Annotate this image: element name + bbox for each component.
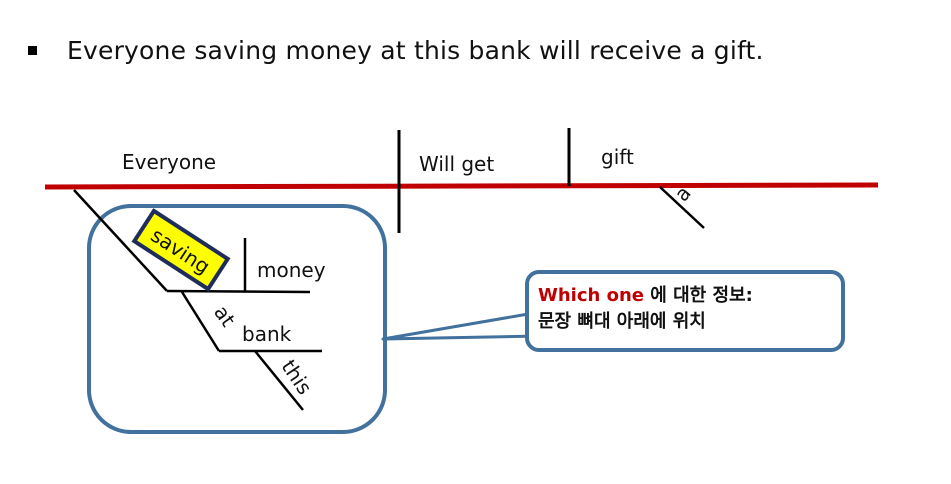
subject-label: Everyone — [122, 150, 216, 174]
modifier-group-box — [87, 204, 387, 434]
participle-highlight: saving — [131, 208, 231, 292]
participle-highlight-box — [131, 208, 231, 292]
preposition-slant-line — [180, 291, 221, 352]
verb-label: Will get — [419, 152, 494, 176]
object-label: gift — [601, 145, 634, 169]
callout-box — [525, 270, 845, 352]
callout-line-2: 문장 뼈대 아래에 위치 — [538, 311, 706, 332]
example-sentence: Everyone saving money at this bank will … — [67, 35, 764, 65]
participle-slant-line — [73, 189, 168, 292]
participle-baseline — [166, 289, 311, 294]
object-modifier-line — [659, 186, 705, 229]
callout-highlight: Which one — [538, 285, 644, 306]
callout-line-1: Which one 에 대한 정보: — [538, 285, 753, 306]
callout-line-1-rest: 에 대한 정보: — [644, 285, 753, 306]
callout-pointer — [381, 310, 542, 341]
prep-modifier-line — [254, 350, 304, 411]
prep-modifier-label: this — [277, 355, 317, 399]
prep-object-label: bank — [242, 322, 292, 346]
sentence-row: Everyone saving money at this bank will … — [28, 30, 764, 70]
participle-object-label: money — [257, 258, 326, 282]
main-baseline — [44, 182, 879, 190]
preposition-label: at — [209, 301, 240, 331]
bullet-icon — [28, 45, 37, 55]
